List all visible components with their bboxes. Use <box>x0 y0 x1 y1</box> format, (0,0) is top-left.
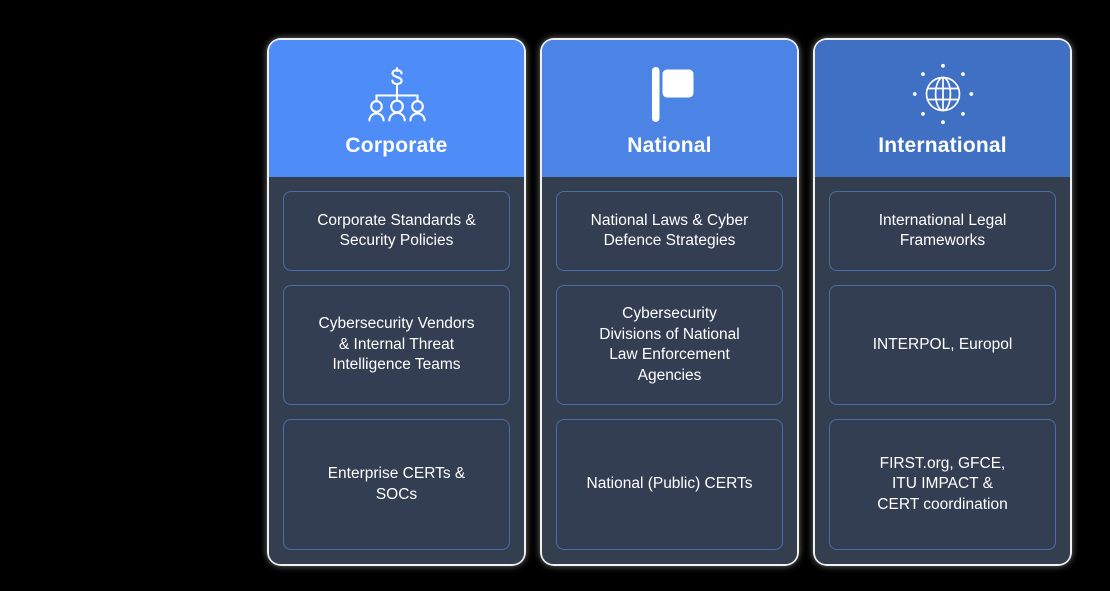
flag-icon <box>638 64 702 124</box>
card-national[interactable]: National National Laws & Cyber Defence S… <box>542 40 797 564</box>
globe-network-icon <box>910 63 976 125</box>
card-body-corporate: Corporate Standards & Security Policies … <box>269 177 524 564</box>
card-title-corporate: Corporate <box>345 134 448 157</box>
card-international[interactable]: International International Legal Framew… <box>815 40 1070 564</box>
list-item[interactable]: INTERPOL, Europol <box>829 285 1056 405</box>
org-chart-dollar-icon <box>361 64 433 124</box>
list-item[interactable]: National Laws & Cyber Defence Strategies <box>556 191 783 271</box>
list-item[interactable]: International Legal Frameworks <box>829 191 1056 271</box>
list-item[interactable]: Corporate Standards & Security Policies <box>283 191 510 271</box>
list-item[interactable]: Cybersecurity Vendors & Internal Threat … <box>283 285 510 405</box>
list-item[interactable]: National (Public) CERTs <box>556 419 783 550</box>
list-item[interactable]: Enterprise CERTs & SOCs <box>283 419 510 550</box>
list-item[interactable]: FIRST.org, GFCE, ITU IMPACT & CERT coord… <box>829 419 1056 550</box>
card-header-corporate: Corporate <box>269 40 524 177</box>
card-body-national: National Laws & Cyber Defence Strategies… <box>542 177 797 564</box>
card-header-national: National <box>542 40 797 177</box>
card-header-international: International <box>815 40 1070 177</box>
card-title-international: International <box>878 134 1007 157</box>
card-title-national: National <box>627 134 712 157</box>
card-body-international: International Legal Frameworks INTERPOL,… <box>815 177 1070 564</box>
card-corporate[interactable]: Corporate Corporate Standards & Security… <box>269 40 524 564</box>
list-item[interactable]: Cybersecurity Divisions of National Law … <box>556 285 783 405</box>
column-group: Corporate Corporate Standards & Security… <box>269 40 1070 564</box>
